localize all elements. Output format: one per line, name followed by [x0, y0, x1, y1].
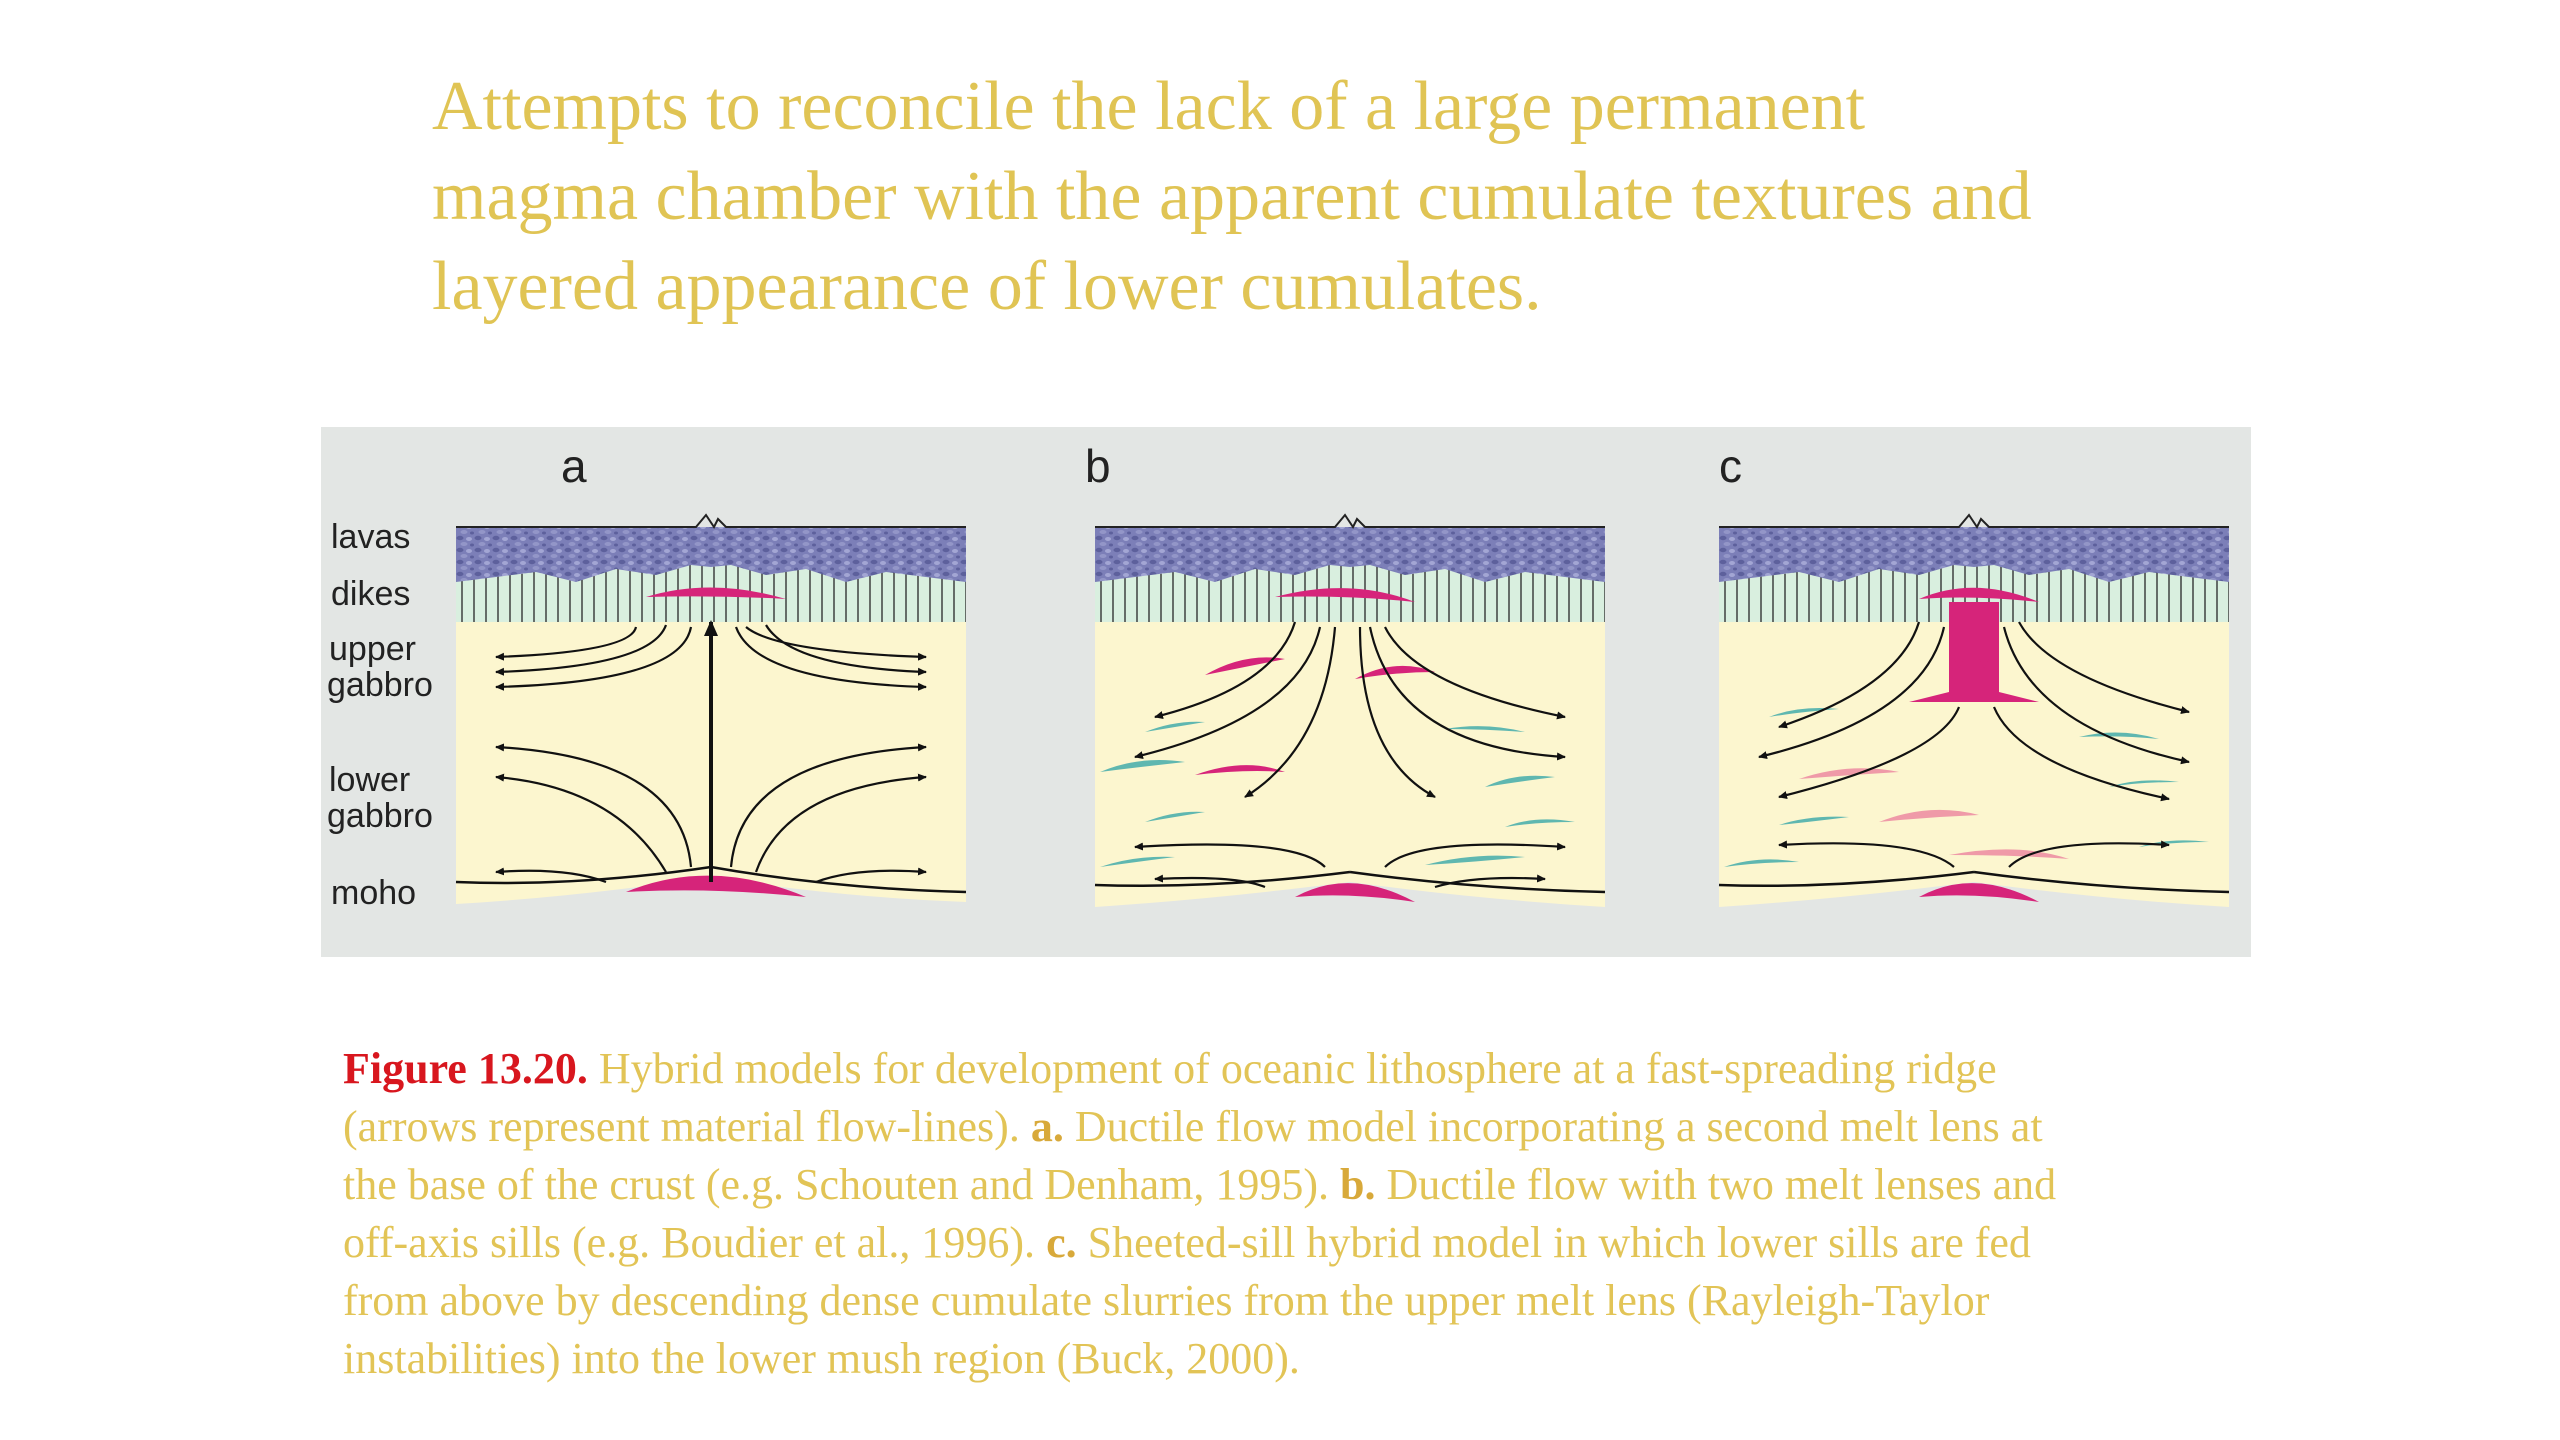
- title-line-3: layered appearance of lower cumulates.: [432, 248, 1542, 325]
- caption-line-3: the base of the crust (e.g. Schouten and…: [343, 1160, 2057, 1209]
- flow-lines: [1134, 621, 1566, 889]
- figure-number: Figure 13.20.: [343, 1044, 588, 1093]
- lava-layer: [456, 527, 966, 582]
- ridge-model-figure: lavas dikes upper gabbro lower gabbro mo…: [321, 427, 2251, 957]
- caption-line-1: Figure 13.20. Hybrid models for developm…: [343, 1044, 1997, 1093]
- panel-letter-a: a: [561, 440, 587, 492]
- upper-melt-lens: [1275, 588, 1415, 602]
- upper-melt-lens: [1919, 587, 2039, 602]
- upper-melt-lens: [646, 587, 786, 599]
- lower-melt-lens: [1295, 883, 1415, 902]
- panel-b: b: [1085, 440, 1606, 907]
- label-lower: lower: [329, 761, 410, 799]
- panel-ref-a: a.: [1030, 1102, 1064, 1151]
- flow-lines: [1758, 621, 2190, 868]
- lava-layer: [1719, 527, 2229, 582]
- caption-line-4: off-axis sills (e.g. Boudier et al., 199…: [343, 1218, 2031, 1267]
- off-axis-sills: [1100, 657, 1575, 867]
- panel-a: a: [455, 440, 967, 904]
- descending-slurry: [1909, 602, 2039, 702]
- title-line-2: magma chamber with the apparent cumulate…: [432, 158, 2032, 235]
- title-line-1: Attempts to reconcile the lack of a larg…: [432, 68, 1866, 145]
- panel-letter-b: b: [1085, 440, 1111, 492]
- slide-title: Attempts to reconcile the lack of a larg…: [432, 62, 2232, 332]
- panel-ref-b: b.: [1340, 1160, 1376, 1209]
- caption-line-6: instabilities) into the lower mush regio…: [343, 1334, 1300, 1383]
- label-lower-gabbro: gabbro: [327, 797, 433, 835]
- lower-melt-lens: [626, 875, 806, 897]
- panel-ref-c: c.: [1046, 1218, 1077, 1267]
- gabbro-layer: [1095, 602, 1605, 907]
- panel-letter-c: c: [1719, 440, 1742, 492]
- flow-lines: [495, 624, 927, 884]
- label-upper: upper: [329, 630, 416, 668]
- ridge-model-diagram: lavas dikes upper gabbro lower gabbro mo…: [327, 440, 2230, 912]
- figure-caption: Figure 13.20. Hybrid models for developm…: [343, 1040, 2303, 1388]
- slurry-arrows: [1954, 612, 1989, 669]
- label-lavas: lavas: [331, 518, 410, 556]
- label-dikes: dikes: [331, 575, 410, 613]
- caption-line-2: (arrows represent material flow-lines). …: [343, 1102, 2043, 1151]
- label-moho: moho: [331, 874, 416, 912]
- gabbro-layer: [1719, 602, 2229, 907]
- caption-line-5: from above by descending dense cumulate …: [343, 1276, 1990, 1325]
- lower-melt-lens: [1919, 883, 2039, 902]
- panel-c: c: [1718, 440, 2230, 907]
- label-upper-gabbro: gabbro: [327, 666, 433, 704]
- lava-layer: [1095, 527, 1605, 582]
